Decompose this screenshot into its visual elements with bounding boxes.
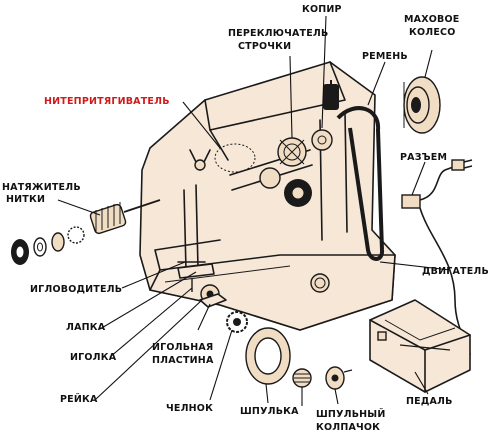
foot-pedal <box>369 299 471 393</box>
labels: КОПИР МАХОВОЕ КОЛЕСО ПЕРЕКЛЮЧАТЕЛЬ СТРОЧ… <box>2 4 489 433</box>
label-needle-bar: ИГЛОВОДИТЕЛЬ <box>30 284 122 295</box>
label-flywheel-line2: КОЛЕСО <box>409 27 455 38</box>
cam-part <box>311 129 333 151</box>
bobbin-cap <box>325 366 353 390</box>
label-presser-foot: ЛАПКА <box>66 322 106 333</box>
label-needle-plate-line1: ИГОЛЬНАЯ <box>152 342 213 353</box>
leader-lines <box>57 15 451 406</box>
label-feed-dog: РЕЙКА <box>60 393 98 405</box>
thread-spool-top <box>323 80 339 110</box>
label-needle: ИГОЛКА <box>70 352 117 363</box>
label-needle-plate-line2: ПЛАСТИНА <box>152 355 214 366</box>
label-belt: РЕМЕНЬ <box>362 51 408 62</box>
label-flywheel-line1: МАХОВОЕ <box>404 14 459 25</box>
thread-take-up-mechanism <box>189 143 256 173</box>
label-bobbin: ШПУЛЬКА <box>240 406 299 417</box>
label-bobbin-cap-line2: КОЛПАЧОК <box>316 422 380 433</box>
label-stitch-switch-line2: СТРОЧКИ <box>238 41 291 52</box>
shuttle <box>226 311 248 333</box>
bobbin-case-race <box>245 327 291 385</box>
label-thread-tension-line2: НИТКИ <box>6 194 45 205</box>
label-thread-tension-line1: НАТЯЖИТЕЛЬ <box>2 182 81 193</box>
drive-belt <box>336 106 384 261</box>
stitch-switch-gear <box>277 137 307 167</box>
needle-plate <box>199 293 227 308</box>
label-kopir: КОПИР <box>302 4 342 15</box>
flywheel <box>403 76 441 134</box>
thread-tension-assembly <box>11 199 161 265</box>
label-shuttle: ЧЕЛНОК <box>166 403 213 414</box>
label-bobbin-cap-line1: ШПУЛЬНЫЙ <box>316 408 386 420</box>
label-thread-take-up: НИТЕПРИТЯГИВАТЕЛЬ <box>44 96 170 107</box>
motor-pulley <box>259 167 312 207</box>
label-motor: ДВИГАТЕЛЬ <box>422 266 489 277</box>
label-connector: РАЗЪЕМ <box>400 152 447 163</box>
label-pedal: ПЕДАЛЬ <box>406 396 453 407</box>
label-stitch-switch-line1: ПЕРЕКЛЮЧАТЕЛЬ <box>228 28 328 39</box>
machine-body <box>139 61 396 331</box>
bobbin <box>292 368 312 388</box>
